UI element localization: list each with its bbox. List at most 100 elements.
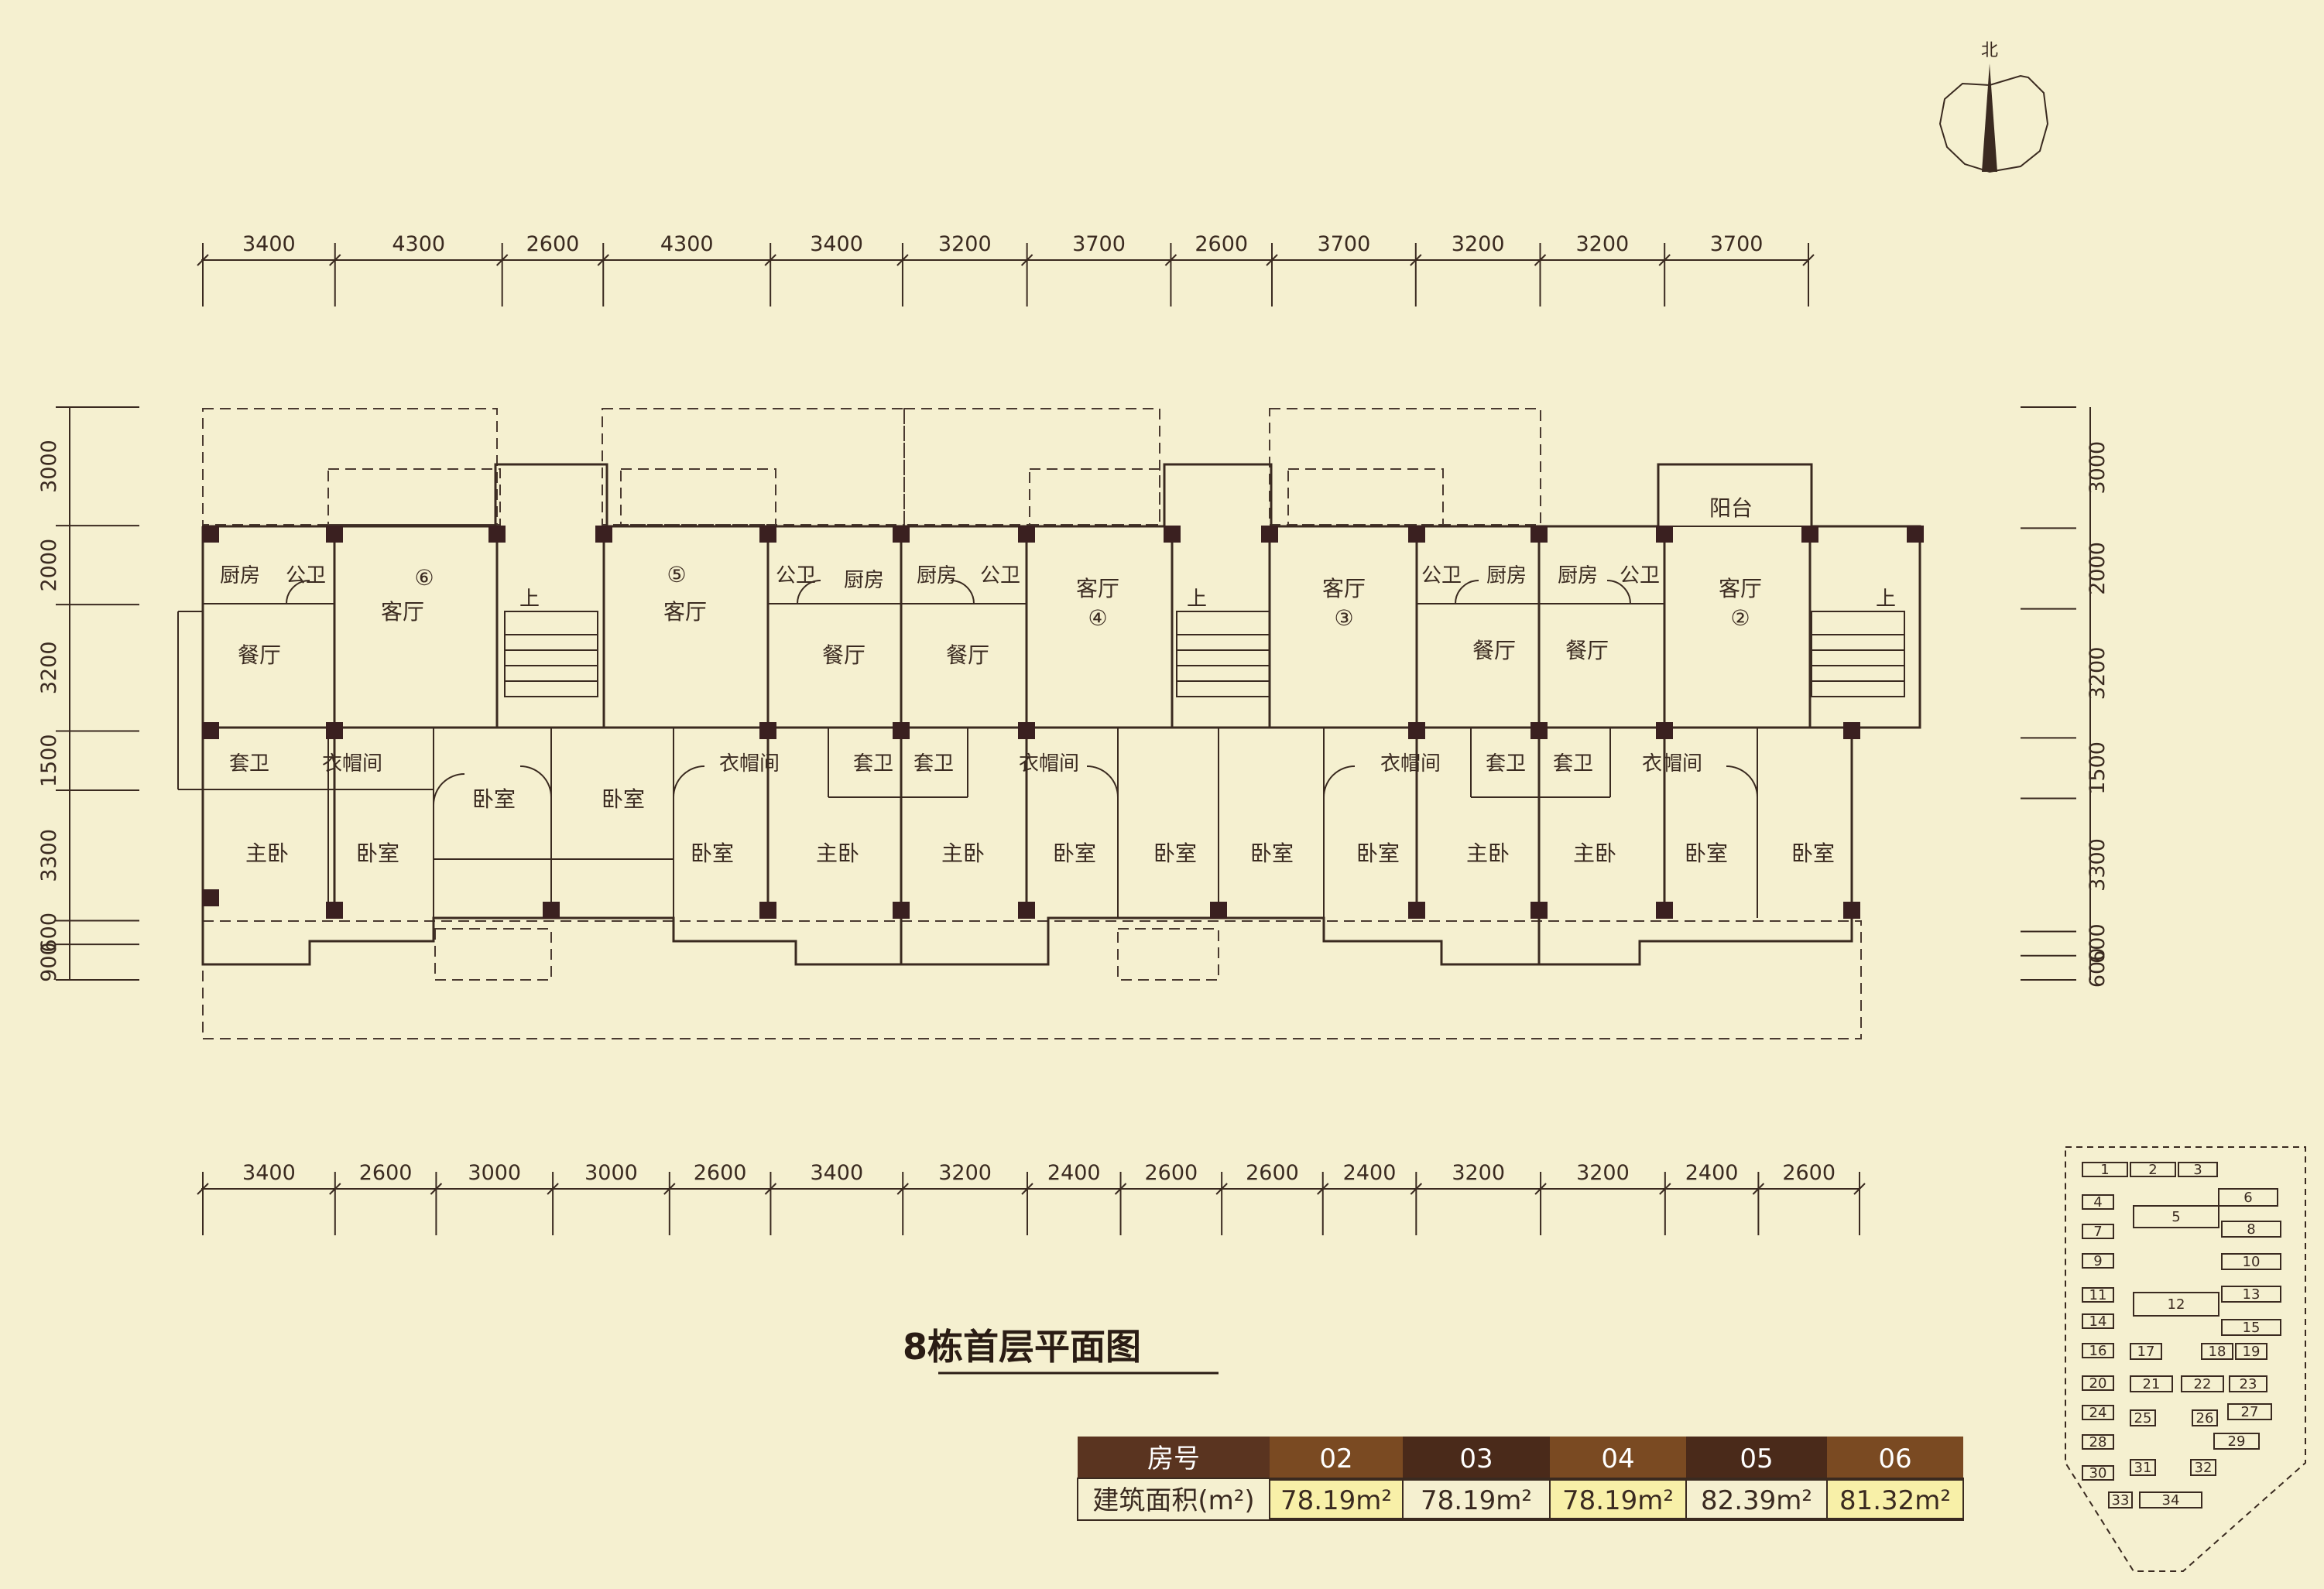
top-dimension-slash: [1410, 254, 1422, 266]
right-dimension-label: 600: [2086, 923, 2110, 964]
unit-marker-02: ②: [1730, 605, 1750, 631]
top-dimension-slash: [197, 254, 209, 266]
top-dimension-slash: [1164, 254, 1177, 266]
structural-column: [893, 526, 910, 543]
bottom-dimension-slash: [1534, 1183, 1547, 1195]
room-label-closet: 衣帽间: [322, 752, 382, 776]
key-plan-building-number: 17: [2137, 1344, 2155, 1360]
bottom-dimension-label: 2600: [1782, 1161, 1836, 1185]
structural-column: [326, 902, 343, 919]
structural-column: [893, 902, 910, 919]
key-plan-building: [2082, 1343, 2114, 1358]
room-label-closet: 衣帽间: [1019, 752, 1079, 776]
table-header-label: 房号: [1147, 1443, 1200, 1474]
key-plan-building: [2213, 1433, 2260, 1450]
key-plan-building: [2221, 1286, 2281, 1303]
bottom-dimension-label: 2400: [1343, 1161, 1397, 1185]
room-label-suite-bath: 套卫: [1486, 752, 1526, 776]
key-plan-building-number: 5: [2171, 1209, 2180, 1225]
room-label-dining: 餐厅: [1472, 638, 1516, 663]
left-dimension-label: 3200: [37, 641, 61, 694]
top-dimension-label: 2600: [1195, 232, 1248, 256]
key-plan-building: [2192, 1409, 2218, 1426]
key-plan-building-number: 1: [2100, 1162, 2109, 1178]
bottom-dimension-label: 2600: [1246, 1161, 1299, 1185]
room-label-master: 主卧: [1573, 841, 1616, 866]
area-table: 房号 02 03 04 05 06 建筑面积(m²) 78.19m² 78.19…: [1077, 1437, 1964, 1521]
key-plan-building: [2082, 1375, 2114, 1391]
top-dimension-slash: [1658, 254, 1671, 266]
room-label-master: 主卧: [1466, 841, 1510, 866]
top-dimension-slash: [495, 254, 509, 266]
structural-column: [1164, 526, 1181, 543]
bottom-dimension-slash: [430, 1183, 443, 1195]
room-label-bedroom: 卧室: [1685, 841, 1728, 866]
key-plan-building-number: 11: [2089, 1287, 2107, 1303]
key-plan-building-number: 24: [2089, 1405, 2107, 1421]
room-label-public-bath: 公卫: [1421, 564, 1462, 587]
bottom-dimension-label: 2600: [359, 1161, 413, 1185]
key-plan-building-number: 21: [2143, 1376, 2161, 1392]
structural-column: [1018, 526, 1035, 543]
structural-column: [893, 722, 910, 739]
key-plan-building-number: 22: [2194, 1376, 2212, 1392]
left-dimension-label: 1500: [37, 734, 61, 787]
bottom-dimension-label: 2400: [1685, 1161, 1739, 1185]
top-dimension-label: 3200: [938, 232, 992, 256]
bottom-dimension-slash: [547, 1183, 559, 1195]
key-plan-building-number: 15: [2243, 1320, 2261, 1336]
top-dimension-label: 3700: [1710, 232, 1764, 256]
key-plan-building: [2133, 1292, 2219, 1317]
key-plan-building-number: 31: [2134, 1460, 2152, 1476]
key-plan-building-number: 23: [2240, 1376, 2257, 1392]
key-plan-building: [2181, 1375, 2224, 1392]
top-dimension-label: 3200: [1452, 232, 1505, 256]
structural-column: [1018, 902, 1035, 919]
bottom-dimension-slash: [896, 1183, 909, 1195]
door-swings: [286, 580, 1758, 806]
structural-column: [1801, 526, 1818, 543]
key-plan-boundary: [2065, 1146, 2306, 1572]
room-label-kitchen: 厨房: [1486, 564, 1527, 587]
room-label-dining: 餐厅: [1565, 638, 1609, 663]
top-dimension-slash: [1802, 254, 1815, 266]
key-plan-building: [2201, 1343, 2233, 1360]
key-plan-building: [2082, 1162, 2128, 1177]
room-label-living: 客厅: [1322, 576, 1366, 601]
top-dimension-label: 3400: [810, 232, 863, 256]
structural-column: [595, 526, 612, 543]
key-plan-building-number: 12: [2168, 1296, 2185, 1313]
room-label-public-bath: 公卫: [980, 564, 1020, 587]
structural-column: [488, 526, 506, 543]
unit-marker-06: ⑥: [414, 565, 434, 591]
room-label-master: 主卧: [816, 841, 859, 866]
key-plan-building: [2190, 1459, 2216, 1476]
table-unit-02: 02: [1319, 1443, 1352, 1474]
bottom-dimension-slash: [1317, 1183, 1329, 1195]
key-plan-building: [2082, 1224, 2114, 1239]
room-label-dining: 餐厅: [238, 642, 281, 668]
room-label-master: 主卧: [941, 841, 985, 866]
left-dimension-label: 3300: [37, 829, 61, 882]
table-area-05: 82.39m²: [1701, 1485, 1812, 1516]
key-plan-building-number: 14: [2089, 1313, 2107, 1330]
unit-marker-03: ③: [1334, 605, 1353, 631]
top-dimension-slash: [896, 254, 909, 266]
room-label-living: 客厅: [381, 599, 424, 625]
room-label-balcony: 阳台: [1709, 495, 1753, 521]
right-dimension-label: 2000: [2086, 542, 2110, 595]
structural-column: [1907, 526, 1924, 543]
top-dimension-slash: [597, 254, 609, 266]
stairwells: [504, 611, 1905, 697]
key-plan-building-number: 20: [2089, 1375, 2107, 1392]
drawing-title: 8栋首层平面图: [903, 1326, 1141, 1368]
bottom-dimension-slash: [1410, 1183, 1423, 1195]
structural-column: [1261, 526, 1278, 543]
key-plan-building-number: 34: [2162, 1492, 2180, 1509]
top-dimension-label: 3700: [1318, 232, 1371, 256]
bottom-dimension-slash: [1853, 1183, 1866, 1195]
room-label-closet: 衣帽间: [1380, 752, 1441, 776]
